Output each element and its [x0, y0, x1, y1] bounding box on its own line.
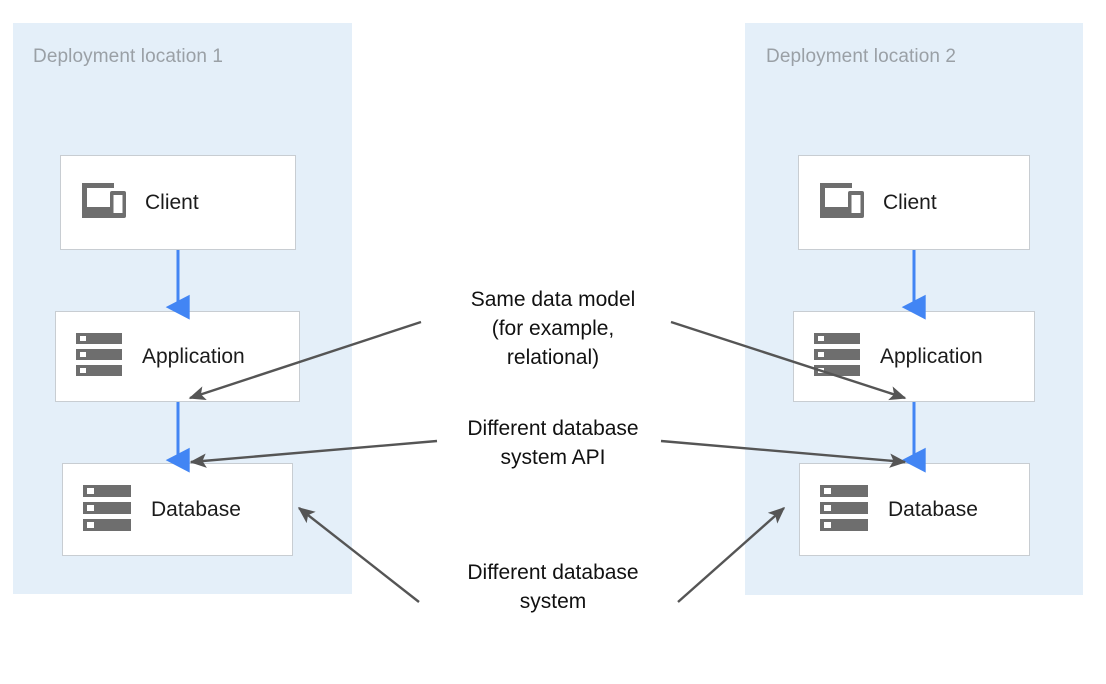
deployment-zone-2-title: Deployment location 2 — [766, 46, 957, 67]
node-application-1-label: Application — [142, 344, 245, 368]
node-client-1-label: Client — [145, 190, 199, 214]
server-icon — [817, 483, 871, 537]
devices-icon — [78, 180, 128, 225]
annotation-different-database-system: Different database system — [467, 561, 639, 613]
devices-icon — [816, 180, 866, 225]
node-application-2[interactable]: Application — [793, 311, 1035, 402]
node-client-2-label: Client — [883, 190, 937, 214]
deployment-zone-1-title: Deployment location 1 — [33, 46, 224, 67]
node-database-1-label: Database — [151, 497, 241, 521]
node-application-2-label: Application — [880, 344, 983, 368]
annotation-different-database-system-api: Different database system API — [467, 417, 639, 469]
server-icon — [73, 331, 125, 383]
annotation-same-data-model: Same data model (for example, relational… — [470, 288, 636, 369]
node-database-2[interactable]: Database — [799, 463, 1030, 556]
node-database-1[interactable]: Database — [62, 463, 293, 556]
server-icon — [811, 331, 863, 383]
node-database-2-label: Database — [888, 497, 978, 521]
server-icon — [80, 483, 134, 537]
node-application-1[interactable]: Application — [55, 311, 300, 402]
node-client-1[interactable]: Client — [60, 155, 296, 250]
node-client-2[interactable]: Client — [798, 155, 1030, 250]
